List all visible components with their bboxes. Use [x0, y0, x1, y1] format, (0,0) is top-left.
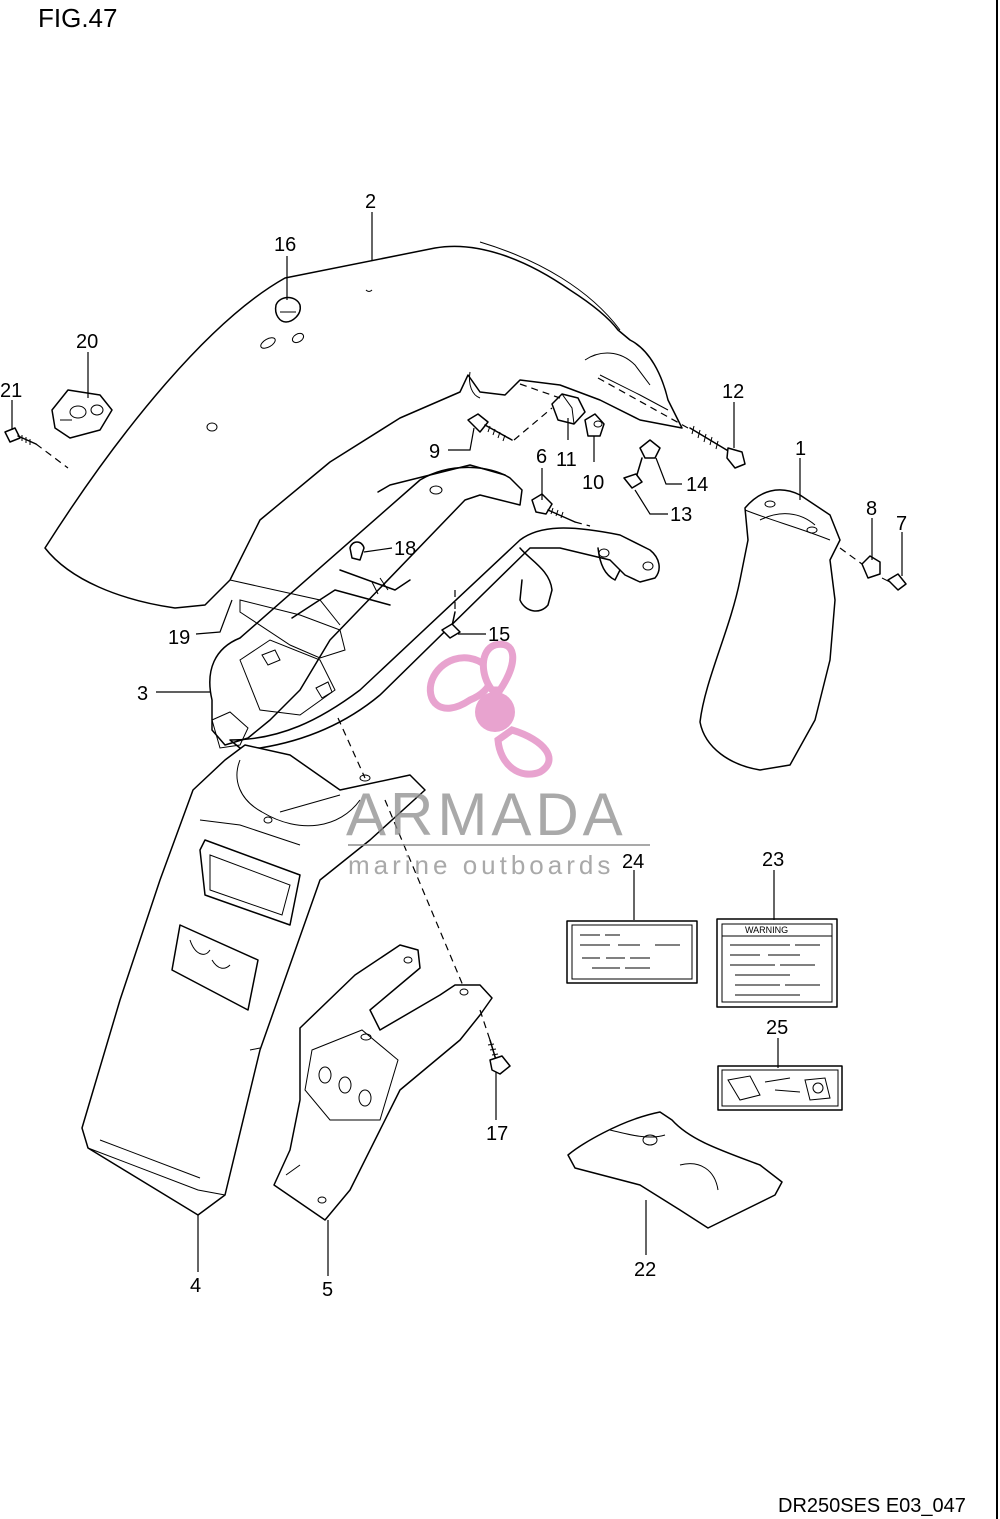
rear-fender-part-2[interactable]: [44, 241, 683, 626]
bolt-part-6[interactable]: [531, 493, 576, 523]
clip-part-18[interactable]: [349, 541, 365, 561]
front-fender-part-1[interactable]: [699, 489, 841, 771]
warning-label-part-23[interactable]: WARNING: [716, 918, 838, 1008]
pictogram-label-part-25[interactable]: [717, 1065, 843, 1111]
callout-9: 9: [429, 441, 440, 463]
collar-part-8[interactable]: [861, 555, 881, 579]
callout-6: 6: [536, 446, 547, 468]
callout-1: 1: [795, 438, 806, 460]
callout-7: 7: [896, 513, 907, 535]
callout-23: 23: [762, 849, 784, 871]
callout-11: 11: [556, 449, 577, 471]
collar-part-10[interactable]: [584, 413, 605, 437]
bolt-part-9[interactable]: [467, 413, 513, 442]
diagram-code: DR250SES E03_047: [778, 1495, 966, 1517]
callout-5: 5: [322, 1279, 333, 1301]
callout-15: 15: [488, 624, 510, 646]
callout-17: 17: [486, 1123, 508, 1145]
bolt-part-7[interactable]: [881, 573, 907, 591]
rear-fender-lower-part-4[interactable]: [81, 744, 426, 1216]
screw-part-15[interactable]: [441, 611, 461, 639]
callout-12: 12: [722, 381, 744, 403]
figure-title: FIG.47: [38, 3, 117, 33]
callout-20: 20: [76, 331, 98, 353]
callout-4: 4: [190, 1275, 201, 1297]
tool-bag-part-22[interactable]: [567, 1111, 783, 1229]
leader-lines: [11, 212, 903, 1276]
callout-21: 21: [0, 380, 22, 402]
bracket-part-20[interactable]: [51, 389, 113, 439]
watermark-brand: ARMADA: [346, 781, 627, 848]
rear-frame-part-3[interactable]: [209, 464, 660, 749]
nut-part-14[interactable]: [639, 439, 661, 459]
callout-10: 10: [582, 472, 604, 494]
callout-16: 16: [274, 234, 296, 256]
cushion-part-11[interactable]: [551, 393, 586, 425]
screw-part-17[interactable]: [487, 1039, 511, 1075]
callout-2: 2: [365, 191, 376, 213]
callout-19: 19: [168, 627, 190, 649]
watermark-logo: ARMADA marine outboards: [346, 640, 650, 880]
bolt-part-12[interactable]: [689, 425, 746, 469]
callout-8: 8: [866, 498, 877, 520]
watermark-tagline: marine outboards: [348, 850, 614, 880]
bolt-part-21[interactable]: [4, 427, 37, 445]
callout-25: 25: [766, 1017, 788, 1039]
assembly-lines: [35, 377, 863, 1041]
propeller-icon: [426, 640, 553, 778]
callout-3: 3: [137, 683, 148, 705]
callout-labels: 1 2 3 4 5 6 7 8 9 10 11 12 13 14 15 16 1…: [0, 191, 907, 1301]
callout-24: 24: [622, 851, 644, 873]
screw-part-13[interactable]: [623, 457, 643, 489]
callout-22: 22: [634, 1259, 656, 1281]
callout-18: 18: [394, 538, 416, 560]
label-part-24[interactable]: [566, 920, 698, 984]
callout-13: 13: [670, 504, 692, 526]
bracket-part-5[interactable]: [273, 944, 493, 1221]
warning-label-heading: WARNING: [745, 925, 788, 935]
callout-14: 14: [686, 474, 708, 496]
